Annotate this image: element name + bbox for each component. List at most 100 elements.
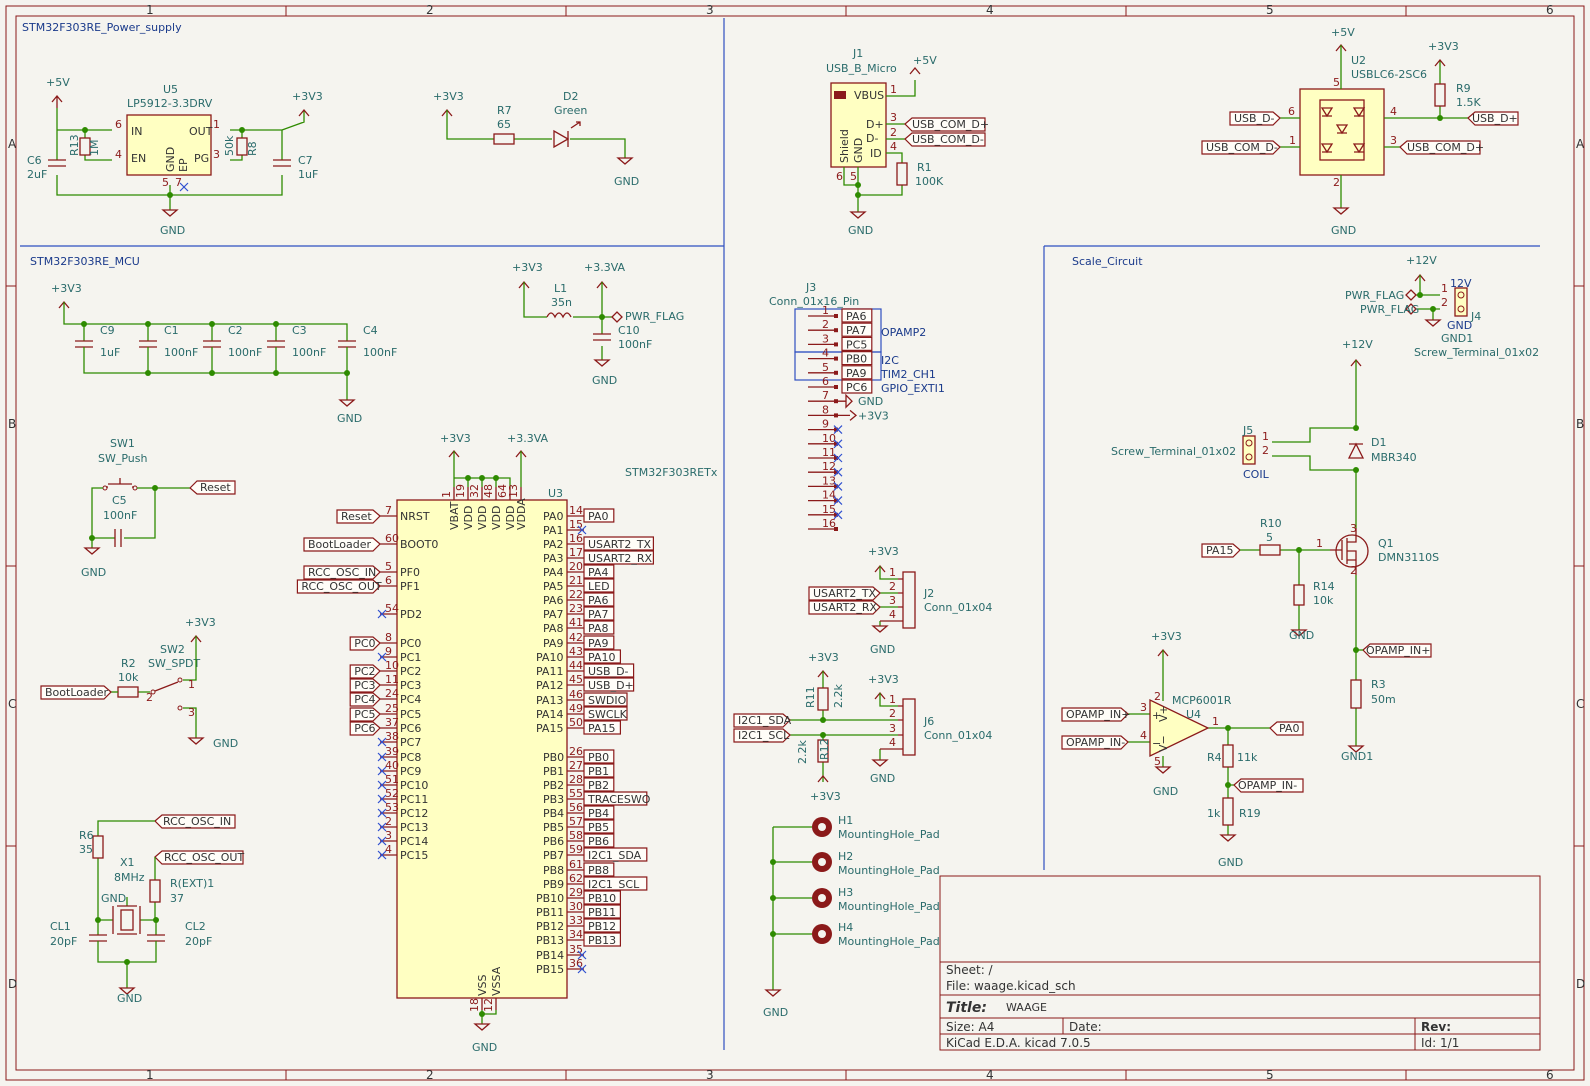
rail-arrow bbox=[838, 409, 858, 421]
pin-name: PA14 bbox=[536, 708, 563, 721]
pin-name: PC11 bbox=[400, 793, 428, 806]
pin-number: 2 bbox=[822, 318, 829, 331]
pin-number: 57 bbox=[569, 815, 583, 828]
pin-name: PC10 bbox=[400, 779, 428, 792]
col-label: 6 bbox=[1546, 3, 1554, 17]
r14-resistor[interactable] bbox=[1293, 584, 1305, 606]
net-label-shape bbox=[583, 791, 648, 806]
tb-title-label: Title: bbox=[946, 1000, 987, 1016]
svg-text:1: 1 bbox=[213, 118, 220, 131]
gnd-label: GND bbox=[1218, 856, 1243, 869]
pin-name: PA4 bbox=[543, 566, 563, 579]
svg-text:ID: ID bbox=[870, 147, 882, 160]
mounting-hole[interactable] bbox=[812, 852, 832, 872]
r2-value: 10k bbox=[118, 671, 139, 684]
tb-file: File: waage.kicad_sch bbox=[946, 979, 1076, 993]
pin-name: PC12 bbox=[400, 807, 428, 820]
pin-number: 17 bbox=[569, 546, 583, 559]
r2-resistor[interactable] bbox=[117, 686, 139, 698]
r13-resistor[interactable] bbox=[79, 137, 91, 156]
col-label: 4 bbox=[986, 1068, 994, 1082]
u5-ref: U5 bbox=[163, 83, 178, 96]
hole-ref: H1 bbox=[838, 814, 853, 827]
q1-mosfet[interactable] bbox=[1330, 528, 1369, 575]
u5-regulator[interactable] bbox=[126, 114, 212, 176]
r4-resistor[interactable] bbox=[1222, 744, 1234, 768]
gnd-label: GND bbox=[763, 1006, 788, 1019]
pin-name: PA7 bbox=[543, 608, 563, 621]
pin-number: 12 bbox=[482, 998, 495, 1012]
net-label: OPAMP_IN- bbox=[1238, 779, 1297, 792]
pin-number: 54 bbox=[385, 602, 399, 615]
r7-ref: R7 bbox=[497, 104, 512, 117]
x1-crystal[interactable] bbox=[120, 909, 134, 931]
cl1-value: 20pF bbox=[50, 935, 77, 948]
mounting-hole[interactable] bbox=[812, 817, 832, 837]
pin-number: 4 bbox=[822, 347, 829, 360]
net-label: BootLoader bbox=[45, 686, 108, 699]
svg-text:OUT: OUT bbox=[189, 125, 213, 138]
r7-resistor[interactable] bbox=[493, 133, 515, 145]
sw1-push-button[interactable] bbox=[106, 478, 134, 488]
r1-resistor[interactable] bbox=[896, 162, 908, 186]
pin-number: 45 bbox=[569, 673, 583, 686]
c6-value: 2uF bbox=[27, 168, 47, 181]
j2-connector[interactable] bbox=[902, 571, 916, 629]
cap-ref: C1 bbox=[164, 324, 179, 337]
sheet-title-power: STM32F303RE_Power_supply bbox=[22, 21, 182, 34]
rext1-value: 37 bbox=[170, 892, 184, 905]
pin-number: 13 bbox=[822, 474, 836, 487]
svg-text:2: 2 bbox=[1350, 564, 1357, 577]
net-label-shape bbox=[583, 777, 615, 792]
hole-value: MountingHole_Pad bbox=[838, 828, 940, 841]
svg-text:IN: IN bbox=[131, 125, 142, 138]
pin-number: 20 bbox=[569, 560, 583, 573]
r3-resistor[interactable] bbox=[1350, 679, 1362, 709]
r10-resistor[interactable] bbox=[1259, 544, 1281, 556]
net-label: PA4 bbox=[588, 566, 608, 579]
j6-value: Conn_01x04 bbox=[924, 729, 992, 742]
pin-name: PA8 bbox=[543, 622, 563, 635]
sw2-spdt-switch[interactable] bbox=[154, 681, 179, 692]
net-label-shape bbox=[583, 649, 621, 664]
no-connect-marker bbox=[377, 609, 387, 619]
col-label: 1 bbox=[146, 1068, 154, 1082]
l1-value: 35n bbox=[551, 296, 572, 309]
d1-diode[interactable] bbox=[1347, 442, 1365, 459]
mounting-hole[interactable] bbox=[812, 924, 832, 944]
j2-value: Conn_01x04 bbox=[924, 601, 992, 614]
net-label-shape bbox=[583, 720, 621, 735]
net-label-shape bbox=[583, 749, 615, 764]
u3-stm32[interactable] bbox=[396, 499, 568, 999]
j6-connector[interactable] bbox=[902, 698, 916, 756]
gnd-label: GND bbox=[101, 892, 126, 905]
rail-3v3a: +3.3VA bbox=[584, 261, 626, 274]
l1-inductor[interactable] bbox=[546, 312, 572, 319]
r8-resistor[interactable] bbox=[236, 137, 248, 156]
rail-3v3: +3V3 bbox=[810, 790, 841, 803]
r11-resistor[interactable] bbox=[817, 687, 829, 711]
rail-5v: +5V bbox=[913, 54, 937, 67]
j3-note: I2C bbox=[881, 354, 899, 367]
col-label: 2 bbox=[426, 1068, 434, 1082]
r12-resistor[interactable] bbox=[817, 739, 829, 763]
rext1-resistor[interactable] bbox=[149, 879, 161, 903]
net-label-shape bbox=[841, 308, 873, 323]
net-label: PB1 bbox=[588, 765, 609, 778]
d2-ref: D2 bbox=[563, 90, 578, 103]
q1-ref: Q1 bbox=[1378, 537, 1394, 550]
svg-text:5: 5 bbox=[1333, 76, 1340, 89]
r19-resistor[interactable] bbox=[1222, 797, 1234, 826]
r6-resistor[interactable] bbox=[92, 835, 104, 859]
u4-opamp[interactable] bbox=[1149, 698, 1210, 758]
j3-note: OPAMP2 bbox=[881, 326, 926, 339]
cl2-ref: CL2 bbox=[185, 920, 206, 933]
pin-name: PB4 bbox=[543, 807, 564, 820]
d2-led[interactable] bbox=[553, 121, 581, 149]
mounting-hole[interactable] bbox=[812, 888, 832, 908]
no-connect-marker bbox=[577, 964, 587, 974]
net-label-shape bbox=[841, 379, 873, 394]
svg-text:2: 2 bbox=[889, 707, 896, 720]
pin-tip bbox=[834, 356, 838, 361]
r9-resistor[interactable] bbox=[1434, 83, 1446, 107]
